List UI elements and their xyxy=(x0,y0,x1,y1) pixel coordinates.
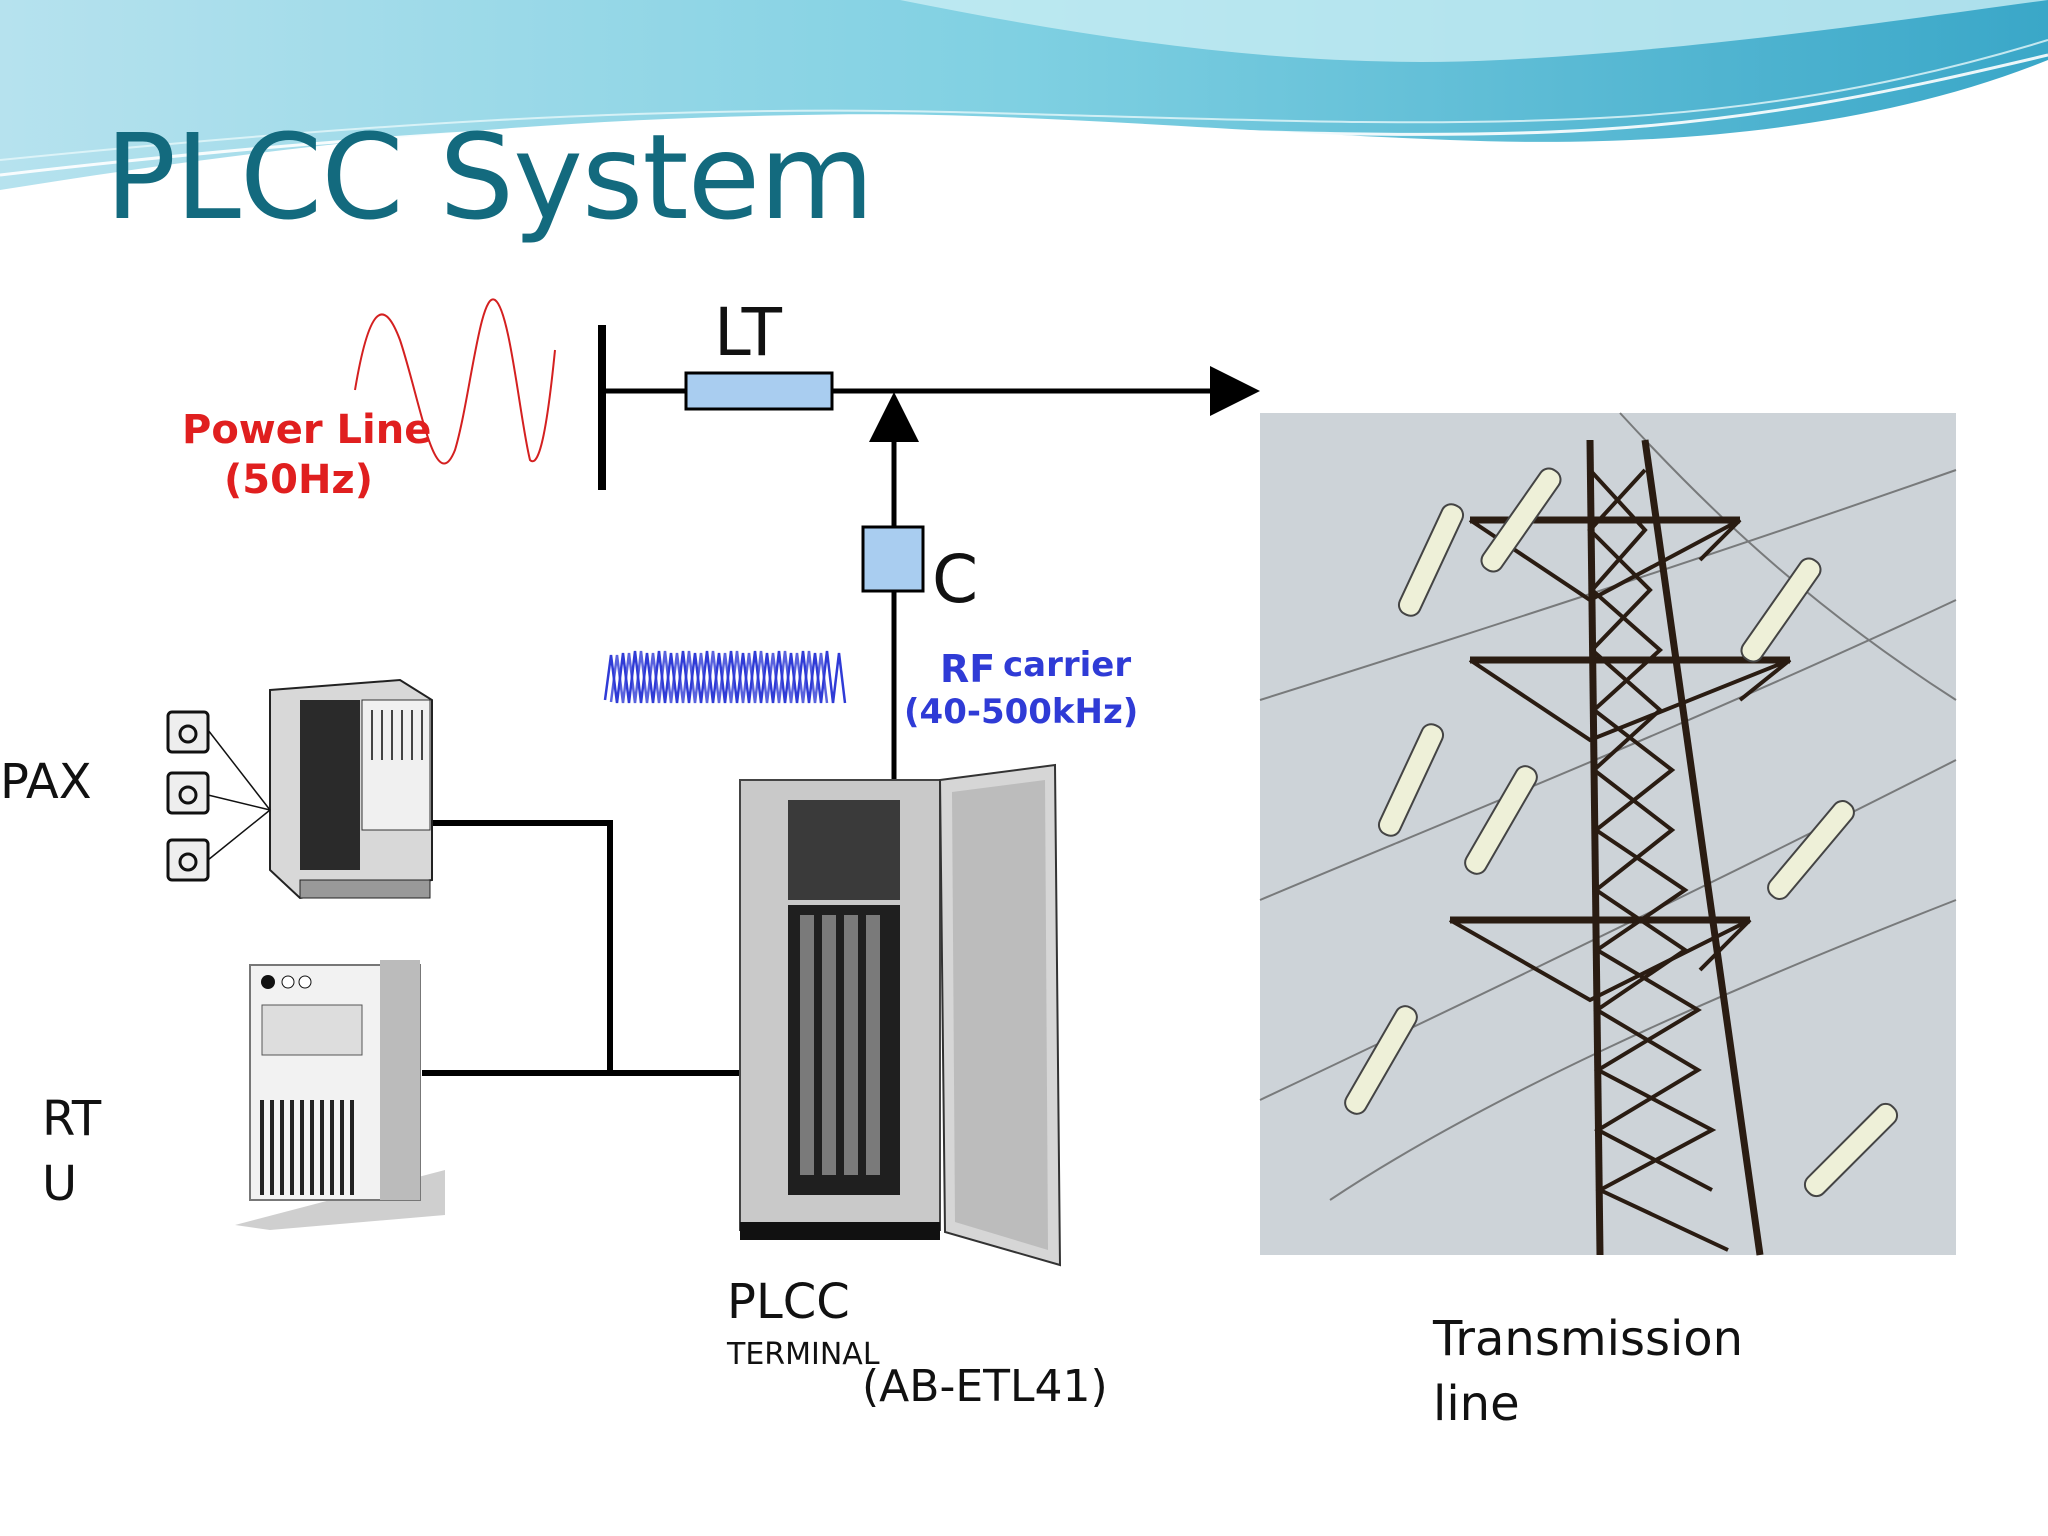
rtu-label-line2: U xyxy=(42,1156,78,1212)
model-label: (AB-ETL41) xyxy=(862,1361,1108,1412)
pax-exchange xyxy=(269,678,433,900)
rtu-label-line1: RT xyxy=(42,1091,102,1147)
rf-label: RF xyxy=(940,647,996,691)
rf-frequency: (40-500kHz) xyxy=(904,692,1139,732)
pax-label: PAX xyxy=(0,754,92,810)
rf-carrier-wave xyxy=(603,650,847,704)
transmission-line-label-line2: line xyxy=(1433,1376,1520,1432)
transmission-tower-photo xyxy=(1259,412,1957,1256)
plcc-label: PLCC xyxy=(727,1274,850,1330)
coupling-capacitor-box xyxy=(861,525,925,593)
power-line-label: Power Line xyxy=(182,407,432,453)
header-wave-decoration xyxy=(0,0,2048,190)
plcc-terminal-cabinet xyxy=(739,763,1062,1267)
power-line-wave xyxy=(354,298,556,465)
terminal-label: TERMINAL xyxy=(727,1337,880,1372)
line-trap-box xyxy=(684,371,834,411)
rf-carrier-label: carrier xyxy=(1003,645,1132,685)
line-trap-label: LT xyxy=(714,294,782,371)
signal-wiring xyxy=(422,820,740,1076)
power-line-frequency: (50Hz) xyxy=(224,457,373,503)
coupling-capacitor-label: C xyxy=(932,541,979,618)
transmission-line-label-line1: Transmission xyxy=(1433,1311,1744,1367)
rtu-computer xyxy=(235,960,445,1230)
slide-title: PLCC System xyxy=(105,108,874,246)
telephone-icons xyxy=(166,710,210,882)
